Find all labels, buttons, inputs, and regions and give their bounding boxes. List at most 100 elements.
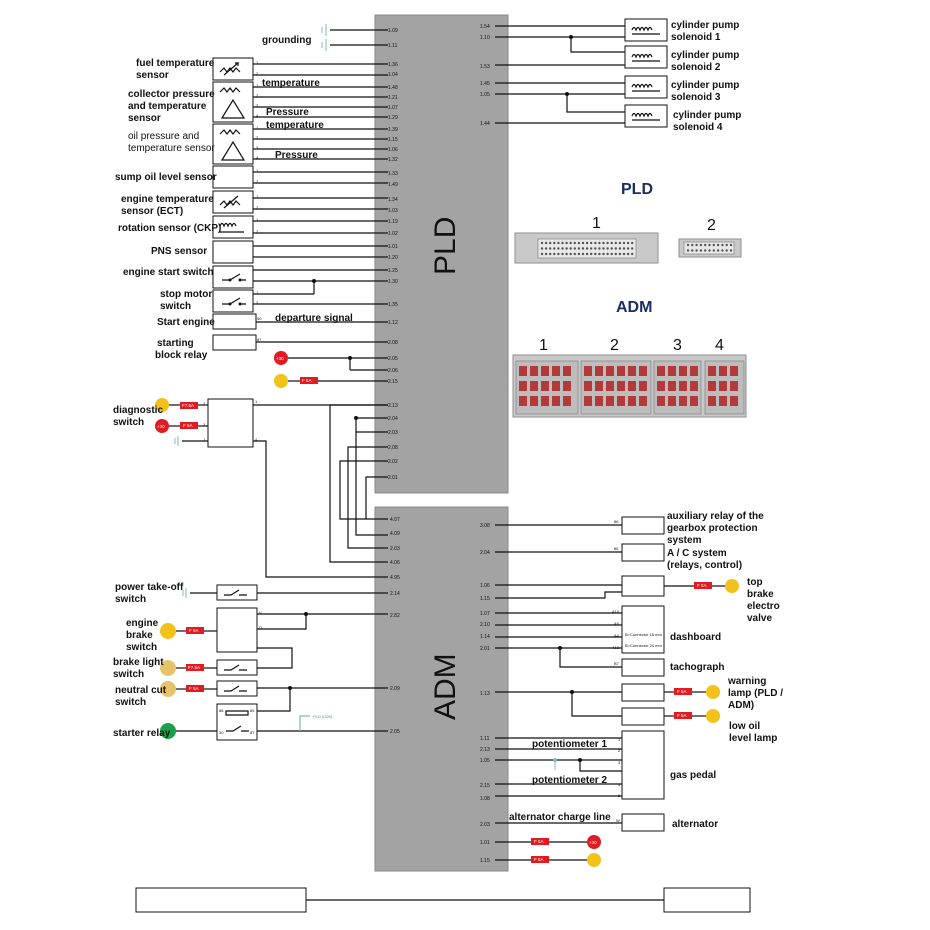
connector-pin <box>695 243 698 247</box>
connector-pin <box>690 396 698 406</box>
pin-label: 2.02 <box>388 459 398 465</box>
fuse <box>674 712 692 719</box>
svg-text:F7.5A: F7.5A <box>182 403 194 408</box>
adm-left-pins: 4.07 4.09 2.03 4.06 4.95 2.14 2.82 2.09 … <box>390 517 400 735</box>
pot1-label: potentiometer 1 <box>532 739 607 750</box>
connector-pin <box>730 366 738 376</box>
connector-pin <box>610 241 613 245</box>
svg-text:F 5A: F 5A <box>534 839 544 844</box>
pin-label: 1.15 <box>388 137 398 143</box>
svg-text:86: 86 <box>614 519 619 524</box>
engine-brake-label-3: switch <box>126 642 157 653</box>
oil-sensor-box <box>212 123 254 165</box>
pin-label: 1.49 <box>388 182 398 188</box>
svg-text:87: 87 <box>257 337 262 342</box>
pns-label: PNS sensor <box>151 246 207 257</box>
svg-text:A5: A5 <box>614 621 620 626</box>
pin-label: 1.20 <box>388 255 398 261</box>
connector-pin <box>573 252 576 256</box>
cp1-label-2: solenoid 1 <box>671 32 721 43</box>
tachograph-box <box>621 658 665 677</box>
connector-pin <box>598 241 601 245</box>
svg-text:F 5A: F 5A <box>677 713 687 718</box>
supply-plus30-red <box>155 419 169 433</box>
stop-motor-label-2: switch <box>160 301 191 312</box>
connector-pin <box>704 249 707 252</box>
pin-label: 2.01 <box>388 475 398 481</box>
top-brake-label-4: valve <box>747 613 772 624</box>
connector-pin <box>602 241 605 245</box>
svg-text:3: 3 <box>256 145 259 150</box>
pld-connector-1-number: 1 <box>592 215 601 232</box>
thermistor-icon <box>219 195 241 209</box>
pin-label: 2.82 <box>390 613 400 619</box>
connector-pin <box>544 252 548 256</box>
connector-pin <box>552 396 560 406</box>
connector-pin <box>585 252 589 256</box>
svg-text:+30: +30 <box>157 424 165 429</box>
connector-pin <box>519 381 527 391</box>
connector-pin <box>581 241 585 245</box>
bottom-right-box <box>663 887 751 913</box>
connector-pin <box>730 396 738 406</box>
svg-text:B=Connector 24 mm: B=Connector 24 mm <box>625 643 662 648</box>
dashboard-box <box>621 605 665 654</box>
pin-label: 1.29 <box>388 115 398 121</box>
connector-pin <box>617 396 625 406</box>
connector-pin <box>631 241 634 245</box>
pin-label: 1.15 <box>480 858 490 864</box>
connector-pin <box>563 396 571 406</box>
solenoid-icon <box>631 112 660 121</box>
connector-pin <box>610 252 613 256</box>
fuse <box>186 664 204 671</box>
connector-pin <box>626 241 630 245</box>
thermistor-icon <box>219 62 241 76</box>
solenoid-3-box <box>624 75 668 99</box>
svg-text:2: 2 <box>256 135 259 140</box>
bottom-left-box <box>135 887 307 913</box>
connector-pin <box>540 247 544 250</box>
pin-label: 2.03 <box>390 546 400 552</box>
pin-label: 1.07 <box>388 105 398 111</box>
connector-pin <box>668 396 676 406</box>
pin-label: 1.06 <box>388 147 398 153</box>
pin-label: 4.95 <box>390 575 400 581</box>
connector-pin <box>577 241 581 245</box>
low-oil-label-2: level lamp <box>729 733 777 744</box>
connector-pin <box>699 249 703 252</box>
connector-pin <box>686 249 690 252</box>
top-brake-valve-box <box>621 575 665 597</box>
neutral-cut-label-2: switch <box>115 697 146 708</box>
pin-label: 1.05 <box>480 92 490 98</box>
connector-pin <box>602 252 605 256</box>
svg-text:F 5A: F 5A <box>183 423 193 428</box>
connector-pin <box>719 396 727 406</box>
connector-pin <box>679 396 687 406</box>
svg-text:F 5A: F 5A <box>302 378 312 383</box>
cylinder-pumps <box>495 18 668 128</box>
connector-pin <box>729 249 733 252</box>
svg-text:F 5A: F 5A <box>189 686 199 691</box>
adm-connector-3-number: 3 <box>673 337 682 354</box>
fuse <box>300 377 318 384</box>
cp4-label: cylinder pump <box>673 110 741 121</box>
pld-title: PLD <box>429 217 462 275</box>
fuel-temperature-label-2: sensor <box>136 70 169 81</box>
connector-pin <box>668 381 676 391</box>
pin-label: 1.54 <box>480 24 490 30</box>
supply-green <box>160 723 176 739</box>
svg-text:3: 3 <box>618 760 621 765</box>
pin-label: 1.44 <box>480 121 490 127</box>
connector-pin <box>618 247 622 250</box>
svg-text:W: W <box>616 818 620 823</box>
connector-pin <box>544 247 548 250</box>
engine-brake-label-2: brake <box>126 630 153 641</box>
fuse <box>531 856 549 863</box>
temperature-2-label: temperature <box>266 120 324 131</box>
connector-pin <box>690 381 698 391</box>
ac-system-box <box>621 543 665 562</box>
switch-icon <box>226 725 249 732</box>
connector-pin <box>594 241 597 245</box>
fuse <box>186 685 204 692</box>
connector-pin <box>614 241 617 245</box>
